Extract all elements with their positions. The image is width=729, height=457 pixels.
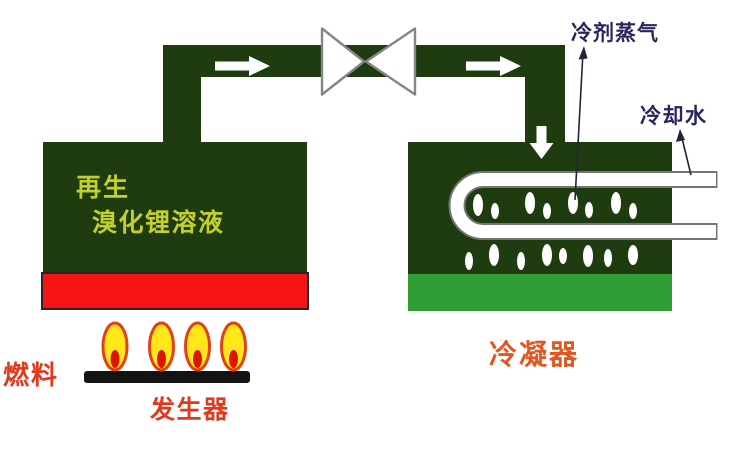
flame-icon: [101, 321, 129, 372]
generator-content-label-line1: 再生: [76, 174, 131, 202]
refrigerant-vapor-label: 冷剂蒸气: [571, 22, 659, 45]
generator-vessel: [43, 142, 307, 273]
cooling-water-label: 冷却水: [640, 105, 708, 128]
fuel-label: 燃料: [3, 360, 60, 390]
generator-caption: 发生器: [150, 396, 230, 424]
cooling-water-leader-line: [676, 129, 692, 176]
generator-content-label-line2: 溴化锂溶液: [92, 209, 225, 237]
condensate-pool: [408, 274, 672, 311]
pipe-top-run: [163, 45, 565, 77]
burner-flames: [101, 321, 247, 372]
flame-icon: [148, 321, 175, 372]
leader-arrowhead-icon: [676, 129, 685, 142]
heater-red-bar: [41, 272, 309, 310]
flame-icon: [184, 321, 211, 372]
condenser-caption: 冷凝器: [489, 339, 580, 370]
pipe-condenser-downcomer: [525, 45, 565, 145]
burner-plate: [84, 371, 250, 383]
leader-arrowhead-icon: [578, 46, 588, 60]
flame-icon: [220, 321, 247, 372]
